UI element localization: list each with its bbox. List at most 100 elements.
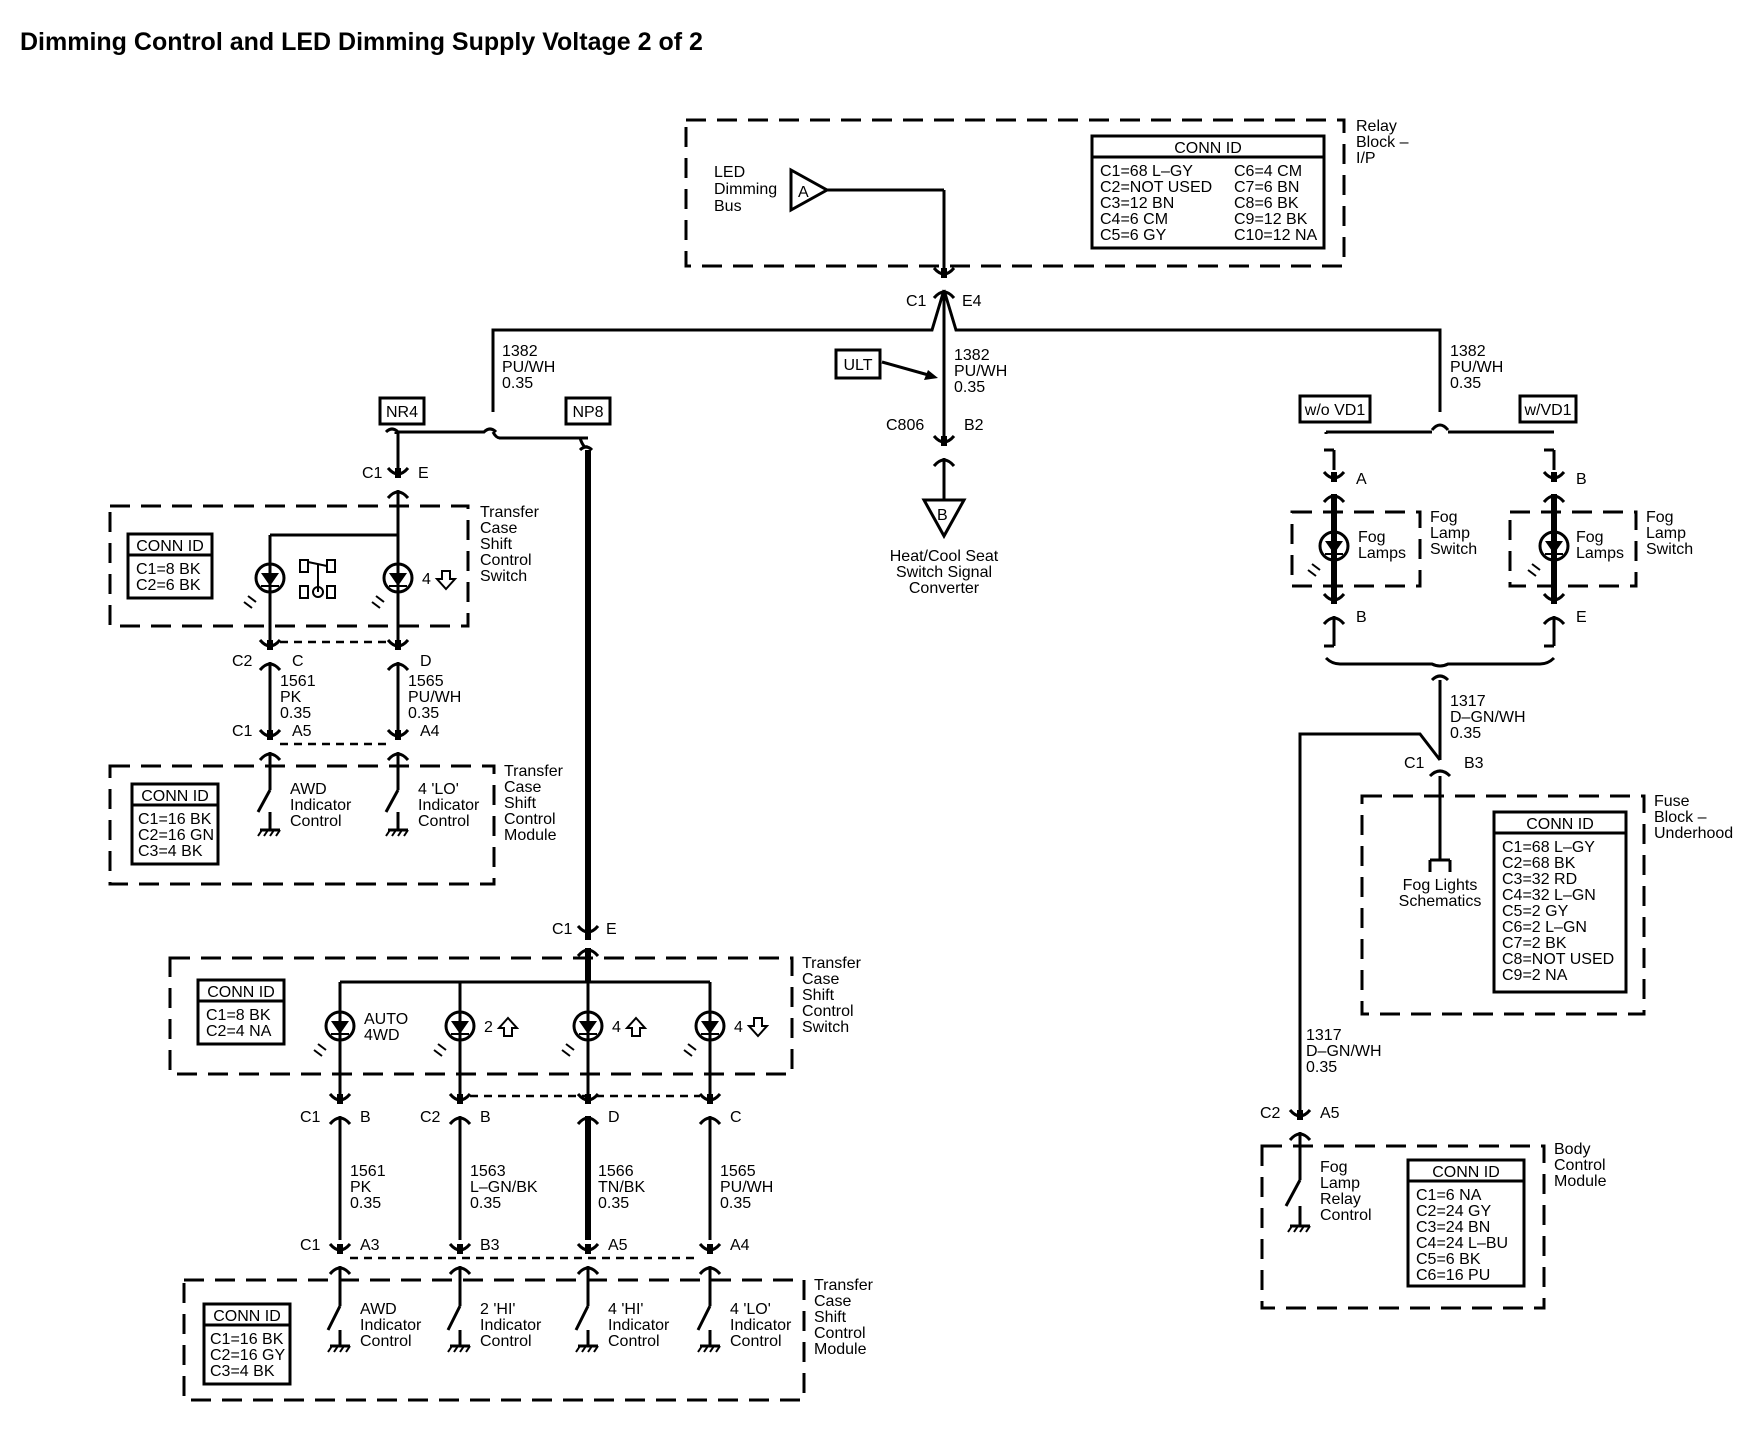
fog-left-lamp-2: Lamps [1358, 545, 1406, 562]
fuse-block-pin: B3 [1464, 755, 1484, 772]
w1565a-color: PU/WH [408, 689, 461, 706]
fog-lamp-switch-left: Fog Lamps Fog Lamp Switch [1290, 494, 1477, 596]
w1566-color: TN/BK [598, 1179, 645, 1196]
ground-4hi [574, 1344, 600, 1354]
led-fog-lamps-right [1526, 530, 1570, 578]
tccs-lower-pin-3: D [608, 1109, 620, 1126]
tccm-lower-label-4: Control [814, 1325, 866, 1342]
conn-c1-label: C1 [906, 293, 927, 310]
tccs-lower-pin-4: C [730, 1109, 742, 1126]
conn-id-tccs-lower: CONN ID C1=8 BK C2=4 NA [196, 978, 286, 1046]
conn-e4-label: E4 [962, 293, 982, 310]
option-wo-vd1-box [1298, 394, 1372, 424]
svg-text:C1=16 BK: C1=16 BK [138, 811, 212, 828]
tccm-lower-pin-1: A3 [360, 1237, 380, 1254]
led-4hi [560, 1010, 604, 1058]
conn-c806-label: C806 [886, 417, 924, 434]
w1563-num: 1563 [470, 1163, 506, 1180]
ground-bcm [1286, 1224, 1312, 1234]
tccm-lower-label-5: Module [814, 1341, 867, 1358]
wire-left-color: PU/WH [502, 359, 555, 376]
tccm-lower-pin-4: A4 [730, 1237, 750, 1254]
wire-1382-right [942, 289, 1442, 412]
tccs-upper-label-3: Shift [480, 536, 513, 553]
wire-center-size: 0.35 [954, 379, 985, 396]
tccs-upper-pin-c: C [292, 653, 304, 670]
tccs-upper-conn: C1 [362, 465, 383, 482]
fog-out-size: 0.35 [1450, 725, 1481, 742]
fog-left-pin-top: A [1356, 471, 1367, 488]
tccm-lower-sw1-3: Control [360, 1333, 412, 1350]
tccs-upper-label-1: Transfer [480, 504, 540, 521]
tccs-upper-label-5: Switch [480, 568, 527, 585]
bcm-label-1: Body [1554, 1141, 1590, 1158]
svg-text:C1=6 NA: C1=6 NA [1416, 1187, 1482, 1204]
svg-text:CONN ID: CONN ID [207, 984, 275, 1001]
option-nr4: NR4 [386, 404, 418, 421]
tccs-lower-pin-2: B [480, 1109, 491, 1126]
ground-4lo-upper [384, 828, 410, 838]
tccs-lower-pin-1: B [360, 1109, 371, 1126]
svg-text:C3=24 BN: C3=24 BN [1416, 1219, 1490, 1236]
svg-text:C3=12 BN: C3=12 BN [1100, 195, 1174, 212]
bcm-wire-size: 0.35 [1306, 1059, 1337, 1076]
bus-label-3: Bus [714, 198, 742, 215]
svg-text:C5=6 BK: C5=6 BK [1416, 1251, 1481, 1268]
wire-1317-bcm [1298, 732, 1442, 1110]
w1566-num: 1566 [598, 1163, 634, 1180]
tccm-upper-label-4: Control [504, 811, 556, 828]
conn-id-tccm-upper: CONN ID C1=16 BK C2=16 GN C3=4 BK [130, 782, 220, 866]
tccm-lower-sw2-1: 2 'HI' [480, 1301, 515, 1318]
tccm-lower-pin-3: A5 [608, 1237, 628, 1254]
w1563-color: L–GN/BK [470, 1179, 538, 1196]
fog-right-label-1: Fog [1646, 509, 1674, 526]
fog-out-num: 1317 [1450, 693, 1486, 710]
tccm-lower-sw1-1: AWD [360, 1301, 397, 1318]
bcm-wire-color: D–GN/WH [1306, 1043, 1382, 1060]
svg-text:C4=32 L–GN: C4=32 L–GN [1502, 887, 1596, 904]
bus-label-2: Dimming [714, 181, 777, 198]
w1565b-size: 0.35 [720, 1195, 751, 1212]
fog-lamp-switch-right: Fog Lamps Fog Lamp Switch [1508, 494, 1693, 596]
tccm-lower-sw1-2: Indicator [360, 1317, 422, 1334]
conn-id-tccs-upper: CONN ID C1=8 BK C2=6 BK [126, 532, 214, 600]
tccm-upper-pin-a5: A5 [292, 723, 312, 740]
fuse-block-conn: C1 [1404, 755, 1425, 772]
w1565a-num: 1565 [408, 673, 444, 690]
tccm-upper-sw1-2: Indicator [290, 797, 352, 814]
svg-text:CONN ID: CONN ID [141, 788, 209, 805]
body-control-module: Body Control Module Fog Lamp Relay Contr… [1260, 1132, 1607, 1310]
heat-cool-ref-triangle [921, 498, 967, 540]
fog-right-lamp-1: Fog [1576, 529, 1604, 546]
heat-cool-ref: B [937, 507, 948, 524]
heat-cool-label-1: Heat/Cool Seat [890, 548, 999, 565]
tccs-lower-label-4: Control [802, 1003, 854, 1020]
svg-text:C8=NOT USED: C8=NOT USED [1502, 951, 1614, 968]
svg-text:C2=16 GN: C2=16 GN [138, 827, 214, 844]
tccm-lower-sw3-2: Indicator [608, 1317, 670, 1334]
tccm-lower-sw2-3: Control [480, 1333, 532, 1350]
tccs-lower-conn-c1: C1 [300, 1109, 321, 1126]
w1565a-size: 0.35 [408, 705, 439, 722]
arrow-up-icon [498, 1017, 518, 1037]
heat-cool-label-2: Switch Signal [896, 564, 992, 581]
tccs-upper-pin-d: D [420, 653, 432, 670]
option-nr4-box [378, 396, 426, 426]
tccm-lower-sw4-2: Indicator [730, 1317, 792, 1334]
svg-text:C3=4 BK: C3=4 BK [138, 843, 203, 860]
svg-text:C7=6 BN: C7=6 BN [1234, 179, 1299, 196]
tccm-upper-label-2: Case [504, 779, 541, 796]
bcm-pin: A5 [1320, 1105, 1340, 1122]
fog-merge-bracket [1324, 656, 1556, 668]
tccs-upper-conn-bottom: C2 [232, 653, 253, 670]
w1565b-num: 1565 [720, 1163, 756, 1180]
tccm-lower-sw3-3: Control [608, 1333, 660, 1350]
svg-text:C2=4 NA: C2=4 NA [206, 1023, 272, 1040]
tccm-upper-sw2-1: 4 'LO' [418, 781, 459, 798]
w1561b-color: PK [350, 1179, 372, 1196]
fog-right-label-2: Lamp [1646, 525, 1686, 542]
tccs-upper-pin: E [418, 465, 429, 482]
tccm-lower-sw4-3: Control [730, 1333, 782, 1350]
tccs-lower-pin: E [606, 921, 617, 938]
svg-text:C2=16 GY: C2=16 GY [210, 1347, 285, 1364]
